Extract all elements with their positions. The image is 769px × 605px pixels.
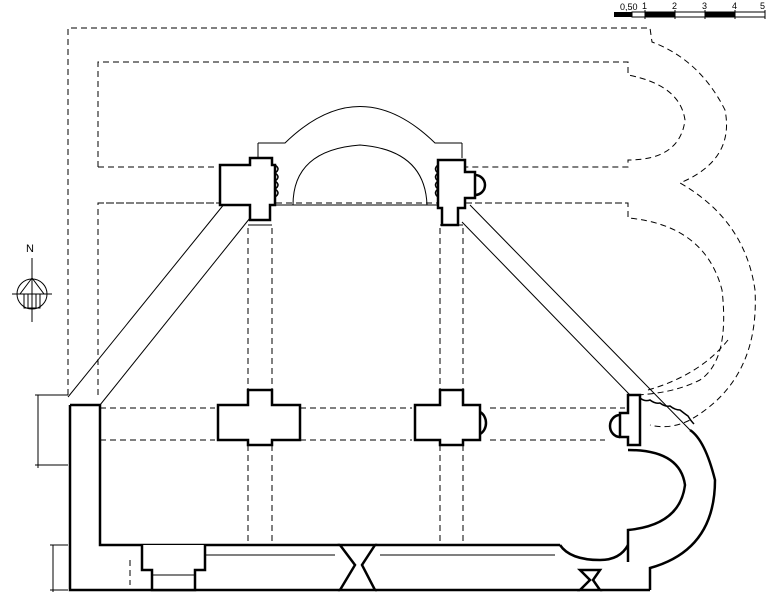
scale-label-0: 0,50 (620, 2, 638, 12)
south-doorway-right (576, 568, 603, 592)
pier-middle-left (216, 388, 302, 447)
north-arrow-body (23, 293, 41, 309)
pier-top-left (218, 156, 279, 222)
scale-label-3: 3 (702, 1, 707, 11)
south-rooms (140, 543, 630, 592)
pier-top-right-zigzag (434, 164, 440, 198)
south-doorway-hourglass (337, 543, 378, 592)
diagonal-right-inner (461, 221, 631, 396)
north-apse-outer-arc (258, 106, 462, 144)
inner-dashed-middle-room (97, 202, 725, 396)
pier-east (608, 393, 695, 447)
north-arrow: N (12, 243, 52, 322)
scale-label-2: 2 (672, 1, 677, 11)
north-arrow-label: N (26, 243, 34, 255)
pier-top-right (434, 158, 487, 227)
pier-middle-right-semicircle (479, 410, 488, 436)
diagonal-left-inner (99, 217, 251, 406)
south-room-right (558, 544, 630, 562)
pier-top-left-zigzag (273, 164, 279, 198)
pier-east-semicircle (608, 413, 621, 439)
inner-dashed-upper-room (97, 61, 686, 168)
east-apse-outer (648, 428, 717, 590)
south-room-left (140, 545, 207, 592)
south-room-inner-lines (152, 554, 555, 576)
dimension-marks (35, 394, 68, 592)
pier-middle-right (413, 388, 488, 447)
dashed-right-apse-arc (647, 339, 729, 391)
scale-label-5: 5 (760, 1, 765, 11)
outer-dashed-wall (67, 27, 756, 428)
west-wall-outer (70, 403, 340, 547)
north-arrow-circle (16, 278, 48, 310)
diagonal-right-outer (469, 204, 691, 431)
north-apse-inner-arc (292, 144, 428, 206)
pier-east-zigzag (639, 397, 695, 425)
dashed-reconstruction-outline (67, 27, 756, 585)
north-apse (257, 106, 463, 206)
scale-label-1: 1 (642, 1, 647, 11)
pier-top-right-semicircle (474, 173, 487, 197)
east-apse-inner (626, 448, 687, 545)
diagonal-left-outer (67, 202, 226, 398)
scale-label-4: 4 (732, 1, 737, 11)
west-wall-outer-edge (68, 405, 340, 592)
diagonal-walls (67, 202, 691, 431)
main-hall-walls (68, 403, 717, 592)
scale-bar-hatched (614, 12, 632, 17)
scale-bar: 0,50 1 2 3 4 5 (614, 1, 766, 19)
